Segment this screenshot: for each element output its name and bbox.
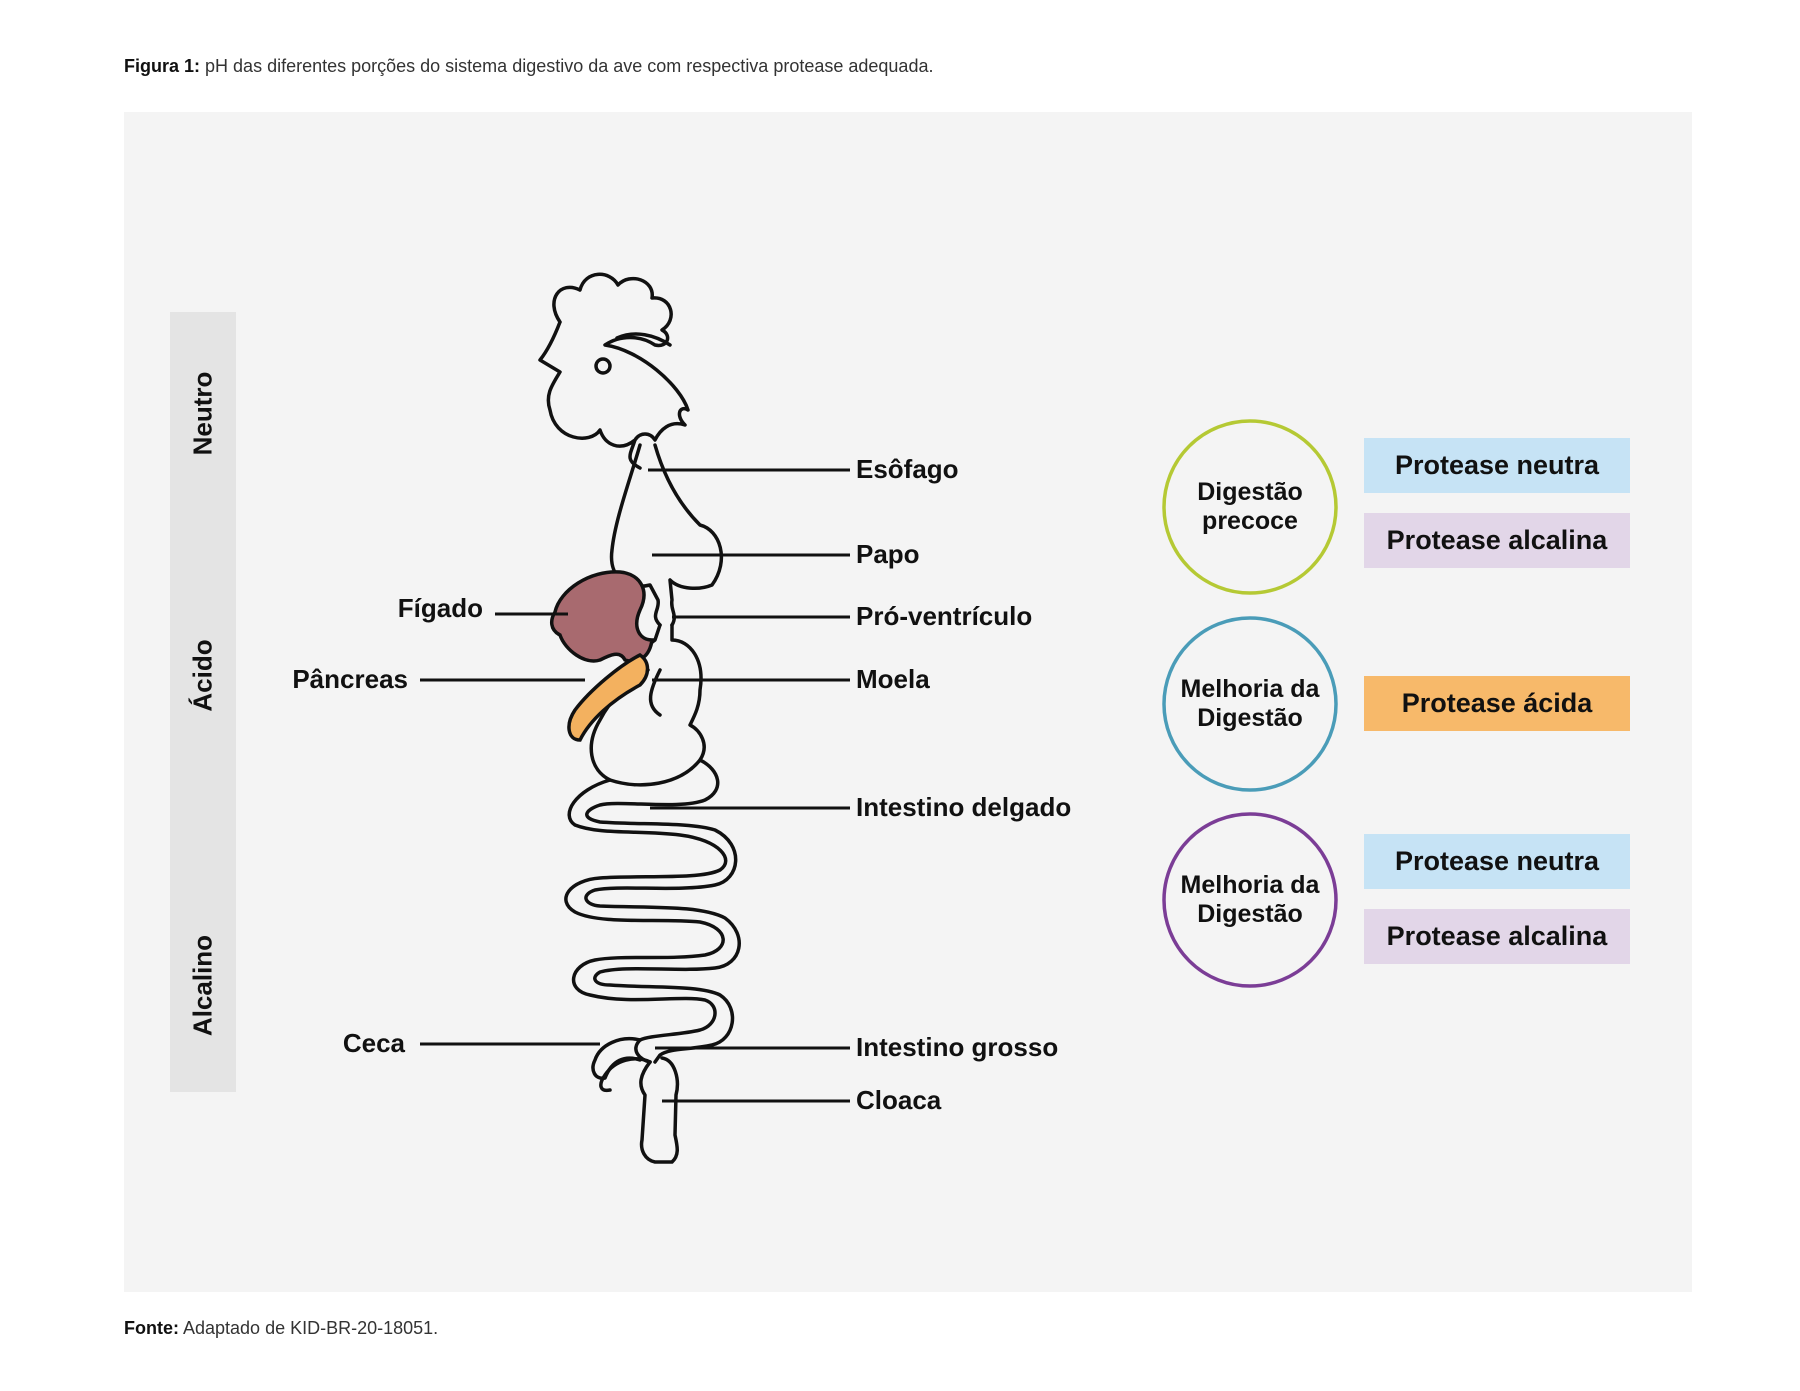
label-moela: Moela: [856, 664, 930, 694]
circle-3-line1: Melhoria da: [1181, 871, 1321, 899]
label-esofago: Esôfago: [856, 454, 959, 484]
label-pancreas: Pâncreas: [292, 664, 408, 694]
pancreas-icon: [567, 652, 650, 742]
circle-1-line1: Digestão: [1197, 478, 1303, 506]
box-protease-alcalina-2: Protease alcalina: [1364, 909, 1630, 964]
label-papo: Papo: [856, 539, 920, 569]
label-intestino-grosso: Intestino grosso: [856, 1032, 1058, 1062]
box-protease-neutra-2: Protease neutra: [1364, 834, 1630, 889]
caption-prefix: Figura 1:: [124, 56, 201, 76]
label-figado: Fígado: [398, 593, 483, 623]
circle-2-line1: Melhoria da: [1181, 675, 1321, 703]
label-ceca: Ceca: [343, 1028, 406, 1058]
label-intestino-delgado: Intestino delgado: [856, 792, 1071, 822]
source-text: Adaptado de KID-BR-20-18051.: [183, 1318, 439, 1338]
figure-source: Fonte: Adaptado de KID-BR-20-18051.: [124, 1318, 438, 1339]
circle-melhoria-digestao-alcalina: [1162, 812, 1338, 988]
circle-3-line2: Digestão: [1197, 900, 1303, 928]
source-prefix: Fonte:: [124, 1318, 179, 1338]
small-intestine-icon: [564, 758, 741, 1064]
rooster-head-icon: [538, 272, 690, 470]
label-proventriculo: Pró-ventrículo: [856, 601, 1032, 631]
large-intestine-icon: [639, 1056, 680, 1164]
circle-digestao-precoce: [1162, 419, 1338, 595]
label-cloaca: Cloaca: [856, 1085, 942, 1115]
ceca-icon: [591, 1037, 642, 1080]
caption-text: pH das diferentes porções do sistema dig…: [205, 56, 934, 76]
figure-caption: Figura 1: pH das diferentes porções do s…: [124, 56, 933, 77]
circle-1-line2: precoce: [1202, 507, 1298, 535]
box-protease-neutra-1: Protease neutra: [1364, 438, 1630, 493]
ph-scale-bar: [170, 312, 236, 1092]
circle-melhoria-digestao-acida: [1162, 616, 1338, 792]
box-protease-acida: Protease ácida: [1364, 676, 1630, 731]
liver-icon: [549, 570, 654, 663]
circle-2-line2: Digestão: [1197, 704, 1303, 732]
box-protease-alcalina-1: Protease alcalina: [1364, 513, 1630, 568]
